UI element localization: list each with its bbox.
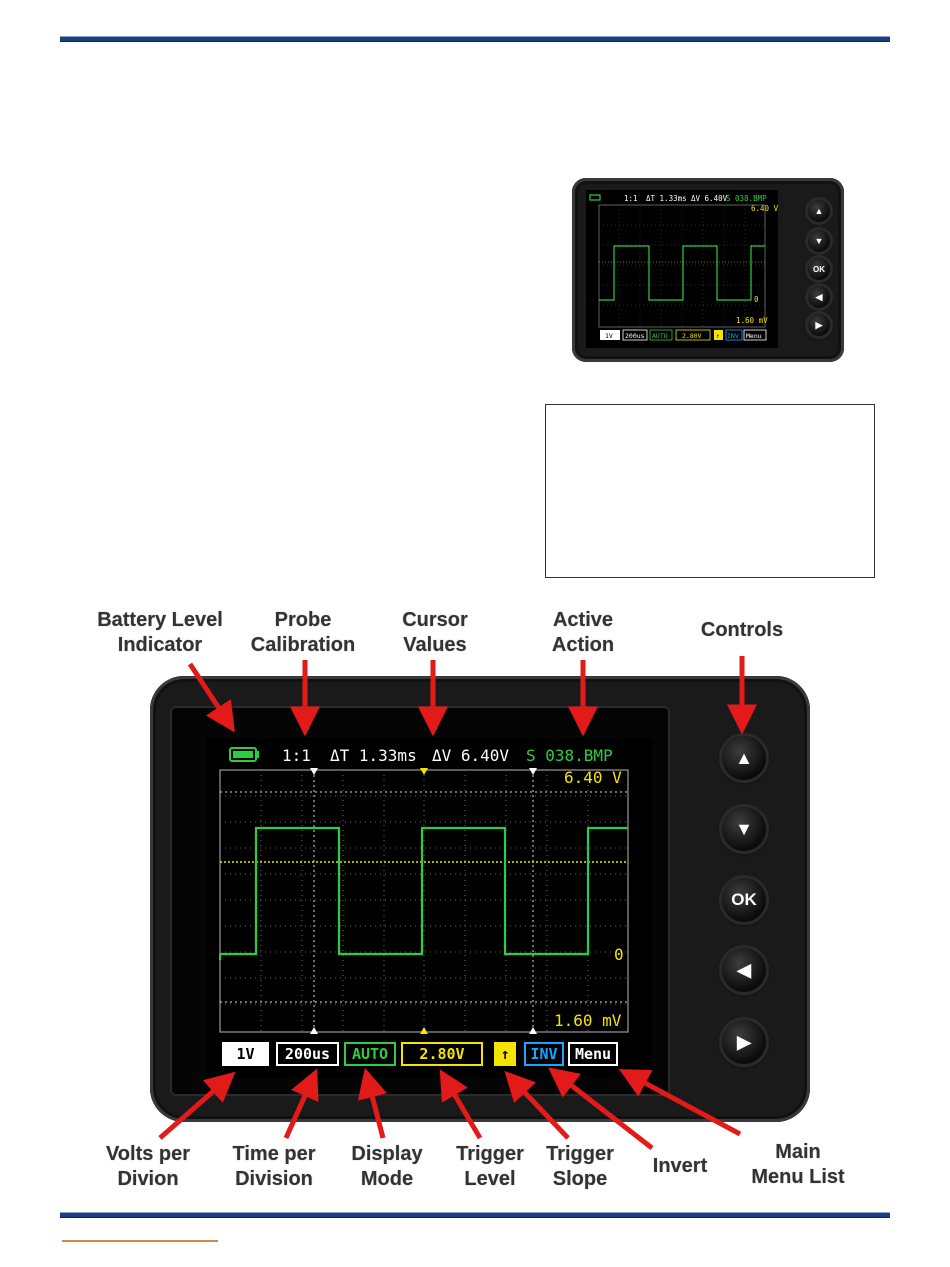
battery-icon [230, 748, 259, 761]
svg-text:1V: 1V [605, 332, 613, 340]
small-probe-text: 1:1 [624, 194, 638, 203]
small-delta-t-text: ΔT 1.33ms [646, 194, 687, 203]
label-volts-per-division: Volts per Divion [88, 1142, 208, 1192]
probe-calibration-text: 1:1 [282, 746, 311, 765]
time-per-div-box[interactable]: 200us [276, 1042, 339, 1066]
ok-button[interactable]: OK [722, 878, 766, 922]
label-controls: Controls [682, 618, 802, 643]
small-down-button[interactable]: ▼ [808, 230, 830, 252]
label-time-per-division: Time per Division [214, 1142, 334, 1192]
small-zero-marker: 0 [754, 295, 759, 304]
label-battery-level: Battery Level Indicator [82, 608, 238, 658]
menu-box[interactable]: Menu [568, 1042, 618, 1066]
small-delta-v-text: ΔV 6.40V [691, 194, 728, 203]
large-device-photo: 1:1 ΔT 1.33ms ΔV 6.40V S 038.BMP 6.40 V [150, 676, 810, 1122]
small-active-action-text: S 038.BMP [726, 194, 767, 203]
svg-text:INV: INV [727, 332, 739, 340]
small-scope-display: 1:1 ΔT 1.33ms ΔV 6.40V S 038.BMP 6.40 V … [586, 190, 778, 348]
small-left-button[interactable]: ◀ [808, 286, 830, 308]
small-device-screen: 1:1 ΔT 1.33ms ΔV 6.40V S 038.BMP 6.40 V … [586, 190, 778, 348]
small-grid-lines [599, 205, 765, 327]
grid-lines [220, 770, 628, 1032]
volts-per-div-box[interactable]: 1V [222, 1042, 269, 1066]
empty-text-box [545, 404, 875, 578]
small-device-photo: 1:1 ΔT 1.33ms ΔV 6.40V S 038.BMP 6.40 V … [572, 178, 844, 362]
large-scope-display: 1:1 ΔT 1.33ms ΔV 6.40V S 038.BMP 6.40 V [206, 738, 652, 1078]
label-trigger-slope: Trigger Slope [530, 1142, 630, 1192]
delta-t-text: ΔT 1.33ms [330, 746, 417, 765]
small-up-button[interactable]: ▲ [808, 200, 830, 222]
lower-cursor-value: 1.60 mV [554, 1011, 622, 1030]
small-bottom-bar: 1V 200us AUTO 2.80V ↑ INV Menu [600, 330, 766, 340]
svg-text:Menu: Menu [746, 332, 762, 340]
right-cursor-marker [529, 768, 537, 775]
label-probe-calibration: Probe Calibration [238, 608, 368, 658]
label-cursor-values: Cursor Values [380, 608, 490, 658]
zero-level-marker: 0 [614, 945, 624, 964]
left-cursor-marker [310, 768, 318, 775]
label-active-action: Active Action [528, 608, 638, 658]
svg-text:AUTO: AUTO [652, 332, 668, 340]
down-button[interactable]: ▼ [722, 807, 766, 851]
label-main-menu-list: Main Menu List [730, 1140, 866, 1190]
small-battery-icon [590, 195, 600, 200]
label-trigger-level: Trigger Level [440, 1142, 540, 1192]
active-action-text: S 038.BMP [526, 746, 613, 765]
large-device-screen: 1:1 ΔT 1.33ms ΔV 6.40V S 038.BMP 6.40 V [206, 738, 652, 1078]
svg-text:200us: 200us [625, 332, 645, 340]
trigger-slope-box[interactable]: ↑ [494, 1042, 516, 1066]
invert-box[interactable]: INV [524, 1042, 564, 1066]
footer-rule [60, 1212, 890, 1218]
upper-cursor-value: 6.40 V [564, 768, 622, 787]
label-display-mode: Display Mode [332, 1142, 442, 1192]
delta-v-text: ΔV 6.40V [432, 746, 509, 765]
small-ok-button[interactable]: OK [808, 258, 830, 280]
svg-text:2.80V: 2.80V [682, 332, 702, 340]
svg-text:↑: ↑ [716, 332, 720, 340]
right-button[interactable]: ▶ [722, 1020, 766, 1064]
display-mode-box[interactable]: AUTO [344, 1042, 396, 1066]
trigger-position-marker [420, 768, 428, 775]
left-button[interactable]: ◀ [722, 948, 766, 992]
footer-accent-line [62, 1240, 218, 1242]
trigger-level-box[interactable]: 2.80V [401, 1042, 483, 1066]
small-lower-cursor-text: 1.60 mV [736, 316, 768, 325]
label-invert: Invert [630, 1154, 730, 1179]
header-rule [60, 36, 890, 42]
up-button[interactable]: ▲ [722, 736, 766, 780]
small-right-button[interactable]: ▶ [808, 314, 830, 336]
